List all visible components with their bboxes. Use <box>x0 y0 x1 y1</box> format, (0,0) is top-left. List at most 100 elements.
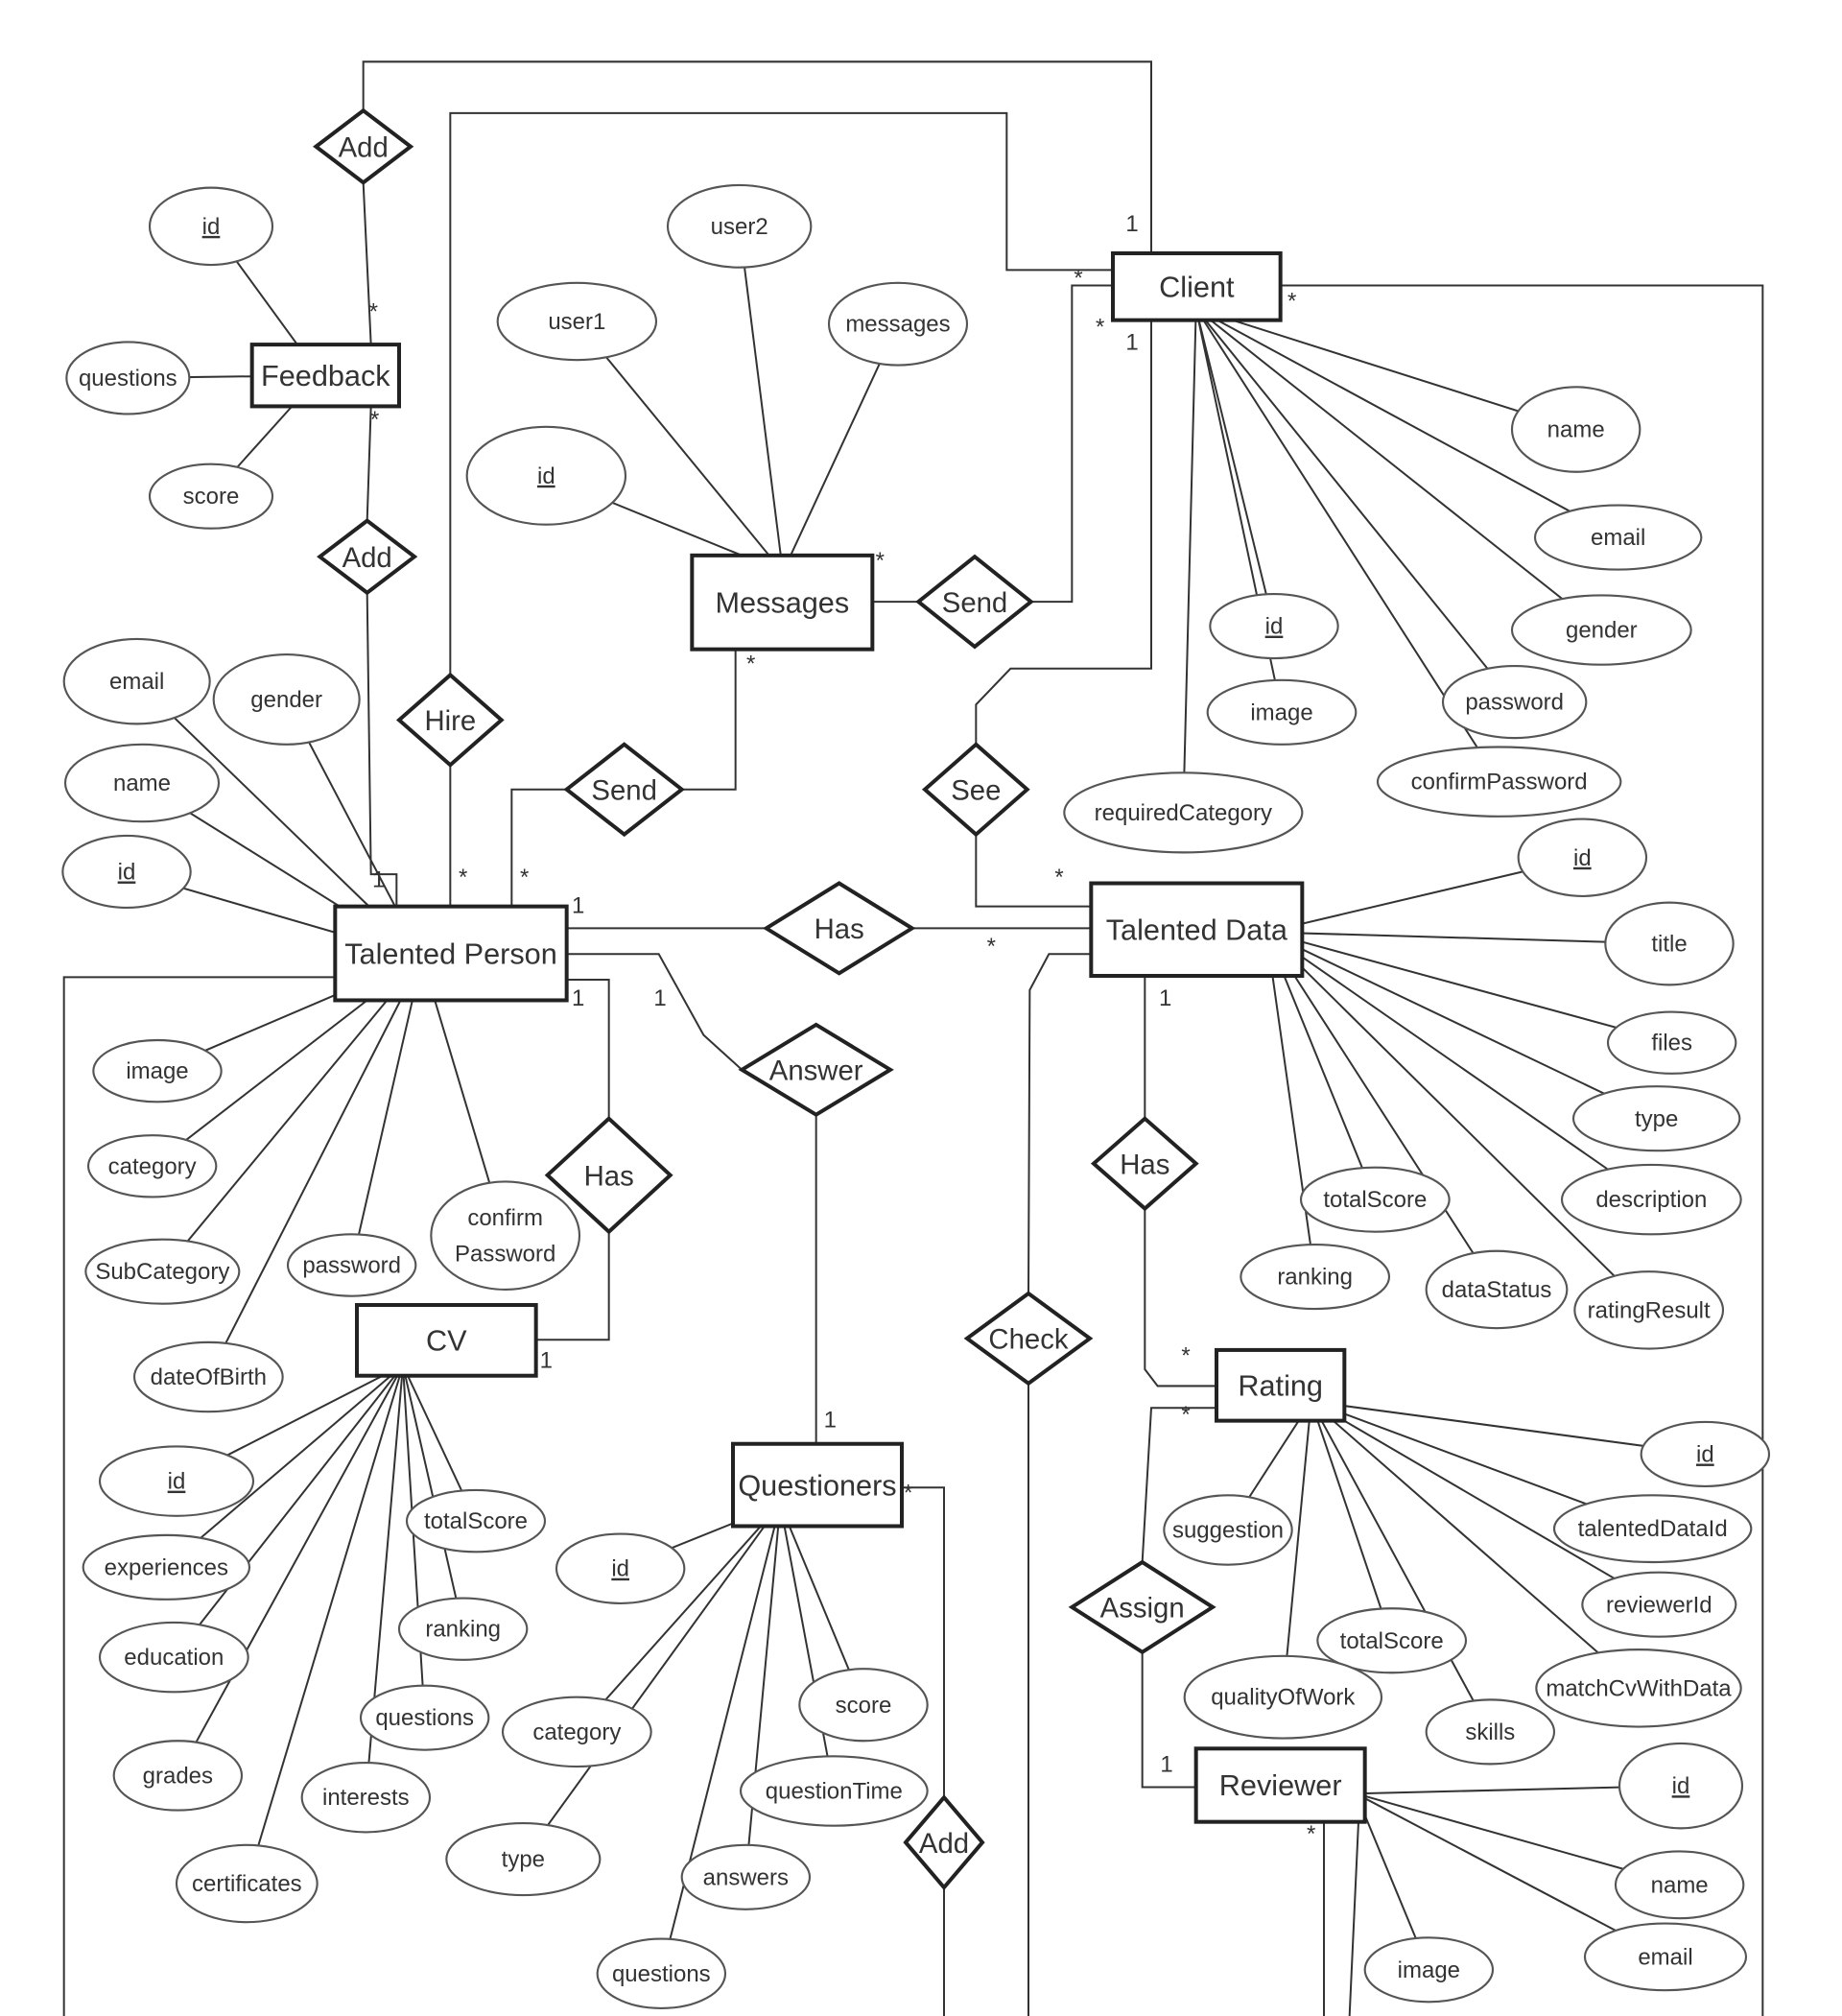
relationship-add: Add <box>313 107 414 185</box>
attribute-reviewer-name: name <box>1614 1850 1745 1920</box>
attribute-cv-education: education <box>98 1621 249 1694</box>
attribute-questioners-type: type <box>445 1821 602 1897</box>
attribute-ellipse <box>1606 1010 1737 1075</box>
attribute-link <box>1265 931 1498 1291</box>
attribute-label: files <box>1651 1031 1692 1056</box>
attribute-messages-user2: user2 <box>666 183 813 269</box>
attribute-ellipse <box>501 1696 652 1768</box>
connector-line <box>362 60 1152 253</box>
attribute-link <box>779 1504 836 1791</box>
relationship-see: See <box>921 742 1030 838</box>
attribute-ellipse <box>798 1668 929 1743</box>
attribute-link <box>1195 307 1576 431</box>
attribute-ellipse <box>465 425 627 526</box>
attribute-ellipse <box>1583 1922 1748 1992</box>
relationship-diamond <box>903 1794 985 1891</box>
attribute-cv-grades: grades <box>112 1740 244 1812</box>
entity-label: Feedback <box>261 359 390 392</box>
cardinality-label: 1 <box>1125 329 1138 355</box>
attribute-questioners-questions: questions <box>596 1937 727 2010</box>
attribute-label: user1 <box>548 309 605 335</box>
relationship-label: See <box>951 774 1001 806</box>
relationship-label: Has <box>1120 1149 1169 1180</box>
attribute-label: experiences <box>105 1554 228 1580</box>
relationship-diamond <box>1068 1559 1216 1655</box>
attribute-label: email <box>1638 1944 1692 1970</box>
attribute-label: dateOfBirth <box>151 1364 267 1390</box>
attribute-talented_person-confirm-password: confirmPassword <box>430 1180 581 1292</box>
attribute-rating-totalscore: totalScore <box>1316 1607 1468 1674</box>
attribute-client-email: email <box>1533 504 1703 571</box>
relationship-assign: Assign <box>1068 1559 1216 1655</box>
entity-label: Talented Data <box>1106 913 1288 946</box>
attribute-client-name: name <box>1510 386 1641 473</box>
entity-box <box>690 553 875 652</box>
attribute-label: dataStatus <box>1442 1277 1552 1303</box>
attribute-talented_data-description: description <box>1560 1163 1742 1236</box>
attribute-label: totalScore <box>1340 1628 1444 1654</box>
attribute-label: suggestion <box>1172 1517 1284 1543</box>
entity-label: Reviewer <box>1219 1768 1342 1802</box>
entity-cv: CV <box>355 1303 538 1378</box>
attribute-link <box>165 1364 404 1569</box>
connector-line <box>366 592 398 907</box>
attribute-ellipse <box>112 1740 244 1812</box>
attribute-ellipse <box>286 1233 417 1297</box>
attribute-ellipse <box>1552 1494 1753 1564</box>
attribute-cv-experiences: experiences <box>82 1533 251 1601</box>
attribute-cv-totalscore: totalScore <box>405 1488 547 1554</box>
entity-box <box>1193 1746 1367 1824</box>
connector-line <box>362 182 372 345</box>
attribute-label: id <box>1573 845 1592 871</box>
attribute-client-id: id <box>1209 592 1339 660</box>
attribute-label: image <box>1398 1957 1460 1983</box>
attribute-messages-user1: user1 <box>496 281 658 362</box>
cardinality-label: * <box>1181 1342 1190 1368</box>
relationship-add: Add <box>903 1794 985 1891</box>
attribute-ellipse <box>827 281 969 367</box>
attribute-ellipse <box>1299 1166 1451 1233</box>
attribute-ellipse <box>62 637 211 725</box>
attribute-ellipse <box>86 1134 218 1198</box>
attribute-ellipse <box>1163 1494 1293 1566</box>
cardinality-label: * <box>1096 314 1104 340</box>
attribute-reviewer-id: id <box>1618 1742 1744 1830</box>
cardinality-label: 1 <box>1160 1751 1172 1777</box>
attribute-reviewer-email: email <box>1583 1922 1748 1992</box>
attribute-label: totalScore <box>424 1508 528 1534</box>
relationship-diamond <box>915 554 1034 650</box>
attribute-label: password <box>1465 690 1564 716</box>
attribute-label: id <box>168 1469 186 1495</box>
attribute-questioners-id: id <box>555 1532 686 1604</box>
cardinality-label: * <box>904 1481 912 1506</box>
attribute-link <box>177 1364 404 1776</box>
relationship-send: Send <box>563 742 685 838</box>
attribute-talented_person-dateofbirth: dateOfBirth <box>132 1340 284 1413</box>
attribute-label: id <box>1265 614 1284 640</box>
attribute-rating-qualityofwork: qualityOfWork <box>1183 1654 1383 1740</box>
relationship-diamond <box>544 1116 673 1235</box>
cardinality-label: * <box>987 934 996 960</box>
attribute-label: questions <box>612 1961 711 1987</box>
relationship-label: Hire <box>424 705 476 737</box>
attribute-ellipse <box>1240 1243 1391 1311</box>
attribute-label: password <box>302 1252 401 1278</box>
attribute-client-password: password <box>1441 665 1588 740</box>
attribute-label: id <box>1696 1441 1714 1467</box>
attribute-ellipse <box>1604 901 1735 986</box>
attribute-ellipse <box>1535 1648 1742 1728</box>
cardinality-label: 1 <box>572 985 584 1011</box>
attribute-reviewer-image: image <box>1363 1936 1495 2004</box>
attribute-rating-matchcvwithdata: matchCvWithData <box>1535 1648 1742 1728</box>
attribute-link <box>660 1504 782 1975</box>
relationship-label: Add <box>919 1828 969 1860</box>
attribute-label: SubCategory <box>95 1259 229 1285</box>
attribute-ellipse <box>1614 1850 1745 1920</box>
attribute-link <box>1265 931 1658 1120</box>
attribute-questioners-score: score <box>798 1668 929 1743</box>
attribute-rating-talenteddataid: talentedDataId <box>1552 1494 1753 1564</box>
attribute-label: description <box>1595 1187 1707 1213</box>
entity-label: Talented Person <box>344 937 557 970</box>
